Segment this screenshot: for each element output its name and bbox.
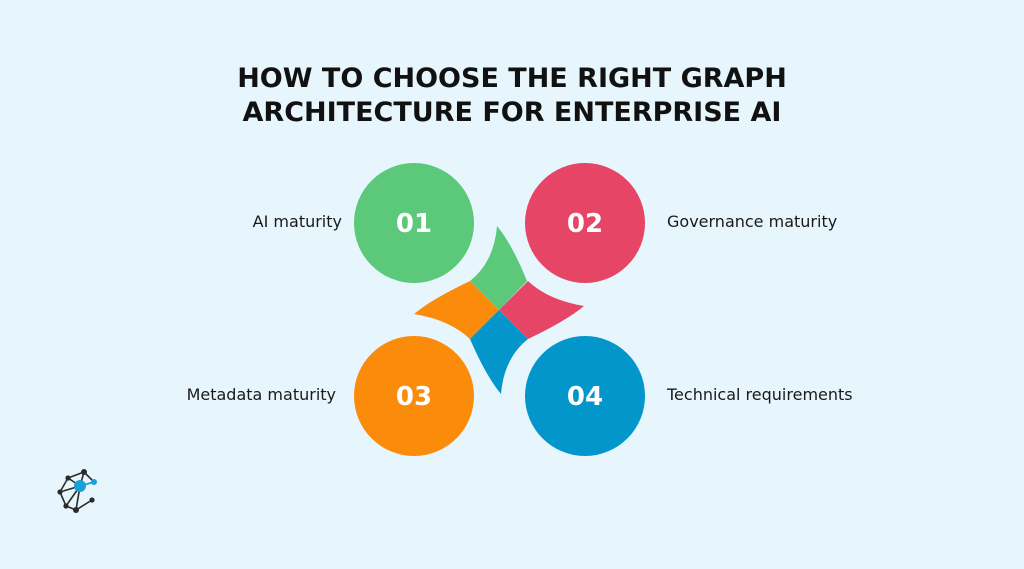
step-03-label: Metadata maturity bbox=[186, 385, 336, 404]
step-01-circle bbox=[354, 163, 474, 283]
network-graph-logo-icon bbox=[57, 469, 97, 513]
petal-green bbox=[470, 226, 527, 310]
petal-red bbox=[499, 281, 584, 339]
title-line-2: ARCHITECTURE FOR ENTERPRISE AI bbox=[242, 97, 782, 128]
step-04-number: 04 bbox=[567, 382, 603, 412]
title-line-1: HOW TO CHOOSE THE RIGHT GRAPH bbox=[237, 63, 787, 94]
step-04-label: Technical requirements bbox=[667, 385, 853, 404]
step-02-label: Governance maturity bbox=[667, 212, 838, 231]
step-01-label: AI maturity bbox=[252, 212, 342, 231]
step-04-circle bbox=[525, 336, 645, 456]
step-03-number: 03 bbox=[396, 382, 432, 412]
step-02-circle bbox=[525, 163, 645, 283]
petal-blue bbox=[470, 310, 528, 394]
petal-orange bbox=[414, 281, 499, 339]
step-03-circle bbox=[354, 336, 474, 456]
step-02-number: 02 bbox=[567, 209, 603, 239]
step-01-number: 01 bbox=[396, 209, 432, 239]
page-title: HOW TO CHOOSE THE RIGHT GRAPH ARCHITECTU… bbox=[0, 62, 1024, 130]
